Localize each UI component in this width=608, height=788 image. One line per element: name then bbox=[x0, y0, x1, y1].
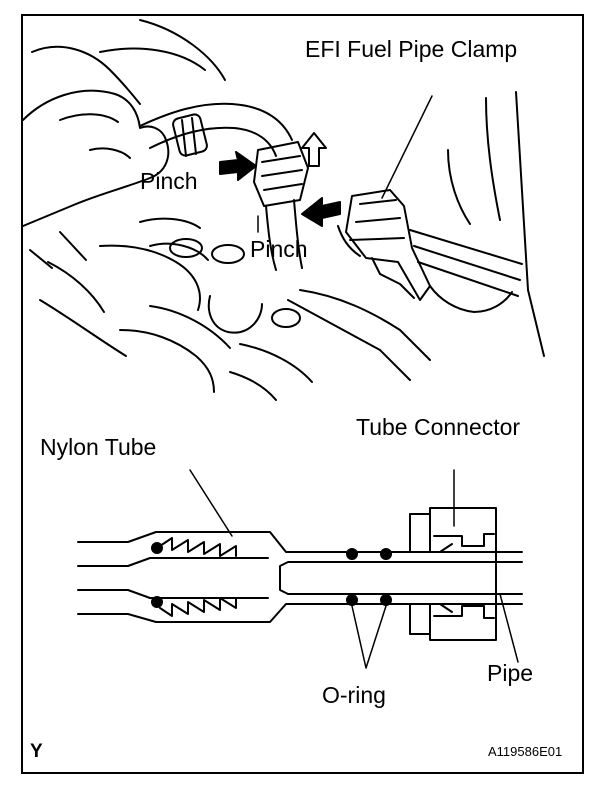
pipe-leader bbox=[499, 593, 519, 663]
clamp-leader bbox=[381, 95, 433, 199]
quick-connector bbox=[253, 141, 309, 207]
pipe-label: Pipe bbox=[487, 660, 534, 686]
pinch-arrow-left bbox=[219, 151, 257, 181]
pipe bbox=[279, 551, 523, 605]
o-ring-label: O-ring bbox=[322, 682, 386, 708]
nylon-tube-label: Nylon Tube bbox=[40, 434, 157, 460]
engine-bay-view bbox=[22, 19, 545, 401]
figure-code: A119586E01 bbox=[488, 744, 563, 759]
connector-cross-section bbox=[77, 469, 523, 669]
o-ring-2 bbox=[380, 548, 392, 560]
hose-connector-left bbox=[172, 113, 208, 157]
pinch-label-center: Pinch bbox=[250, 236, 308, 262]
pinch-arrow-right bbox=[301, 197, 341, 227]
up-arrow bbox=[301, 132, 327, 167]
figure-frame bbox=[21, 14, 584, 774]
hand-outline bbox=[22, 89, 170, 227]
o-ring-leader bbox=[351, 605, 387, 669]
tube-connector-label: Tube Connector bbox=[356, 414, 521, 440]
nylon-tube bbox=[77, 531, 431, 553]
corner-mark: Y bbox=[30, 741, 43, 762]
pinch-label-left: Pinch bbox=[140, 168, 198, 194]
clamp-label: EFI Fuel Pipe Clamp bbox=[305, 36, 518, 62]
fuel-pipe-clamp bbox=[345, 189, 431, 301]
nylon-tube-leader bbox=[189, 469, 233, 537]
o-ring-1 bbox=[346, 548, 358, 560]
tube-connector-body bbox=[409, 507, 497, 641]
fuel-hose bbox=[139, 102, 293, 141]
